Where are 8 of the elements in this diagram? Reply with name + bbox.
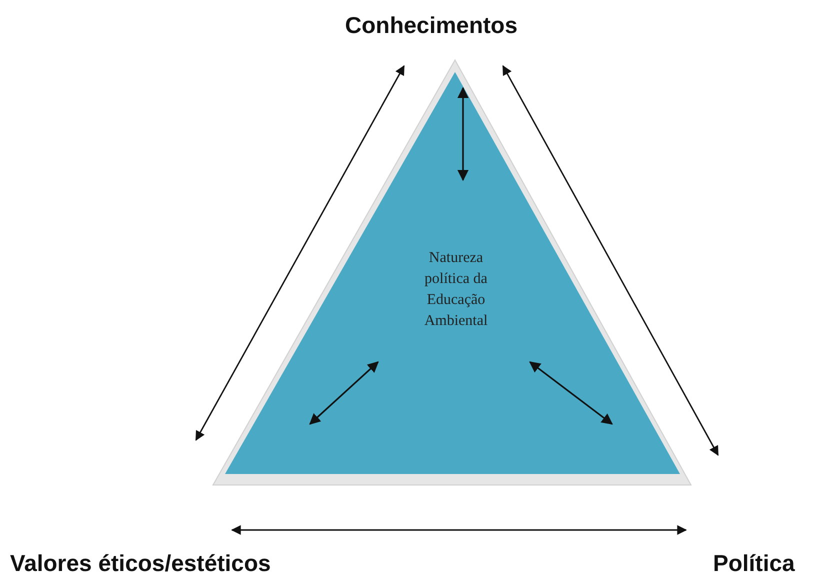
vertex-label: Valores éticos/estéticos [10, 550, 271, 577]
triangle-shape [210, 58, 694, 488]
double-arrow [502, 65, 719, 456]
double-arrow [231, 525, 687, 535]
double-arrow [195, 65, 405, 441]
vertex-label: Conhecimentos [345, 12, 518, 39]
center-label: Natureza política da Educação Ambiental [423, 249, 489, 331]
vertex-label: Política [713, 550, 795, 577]
